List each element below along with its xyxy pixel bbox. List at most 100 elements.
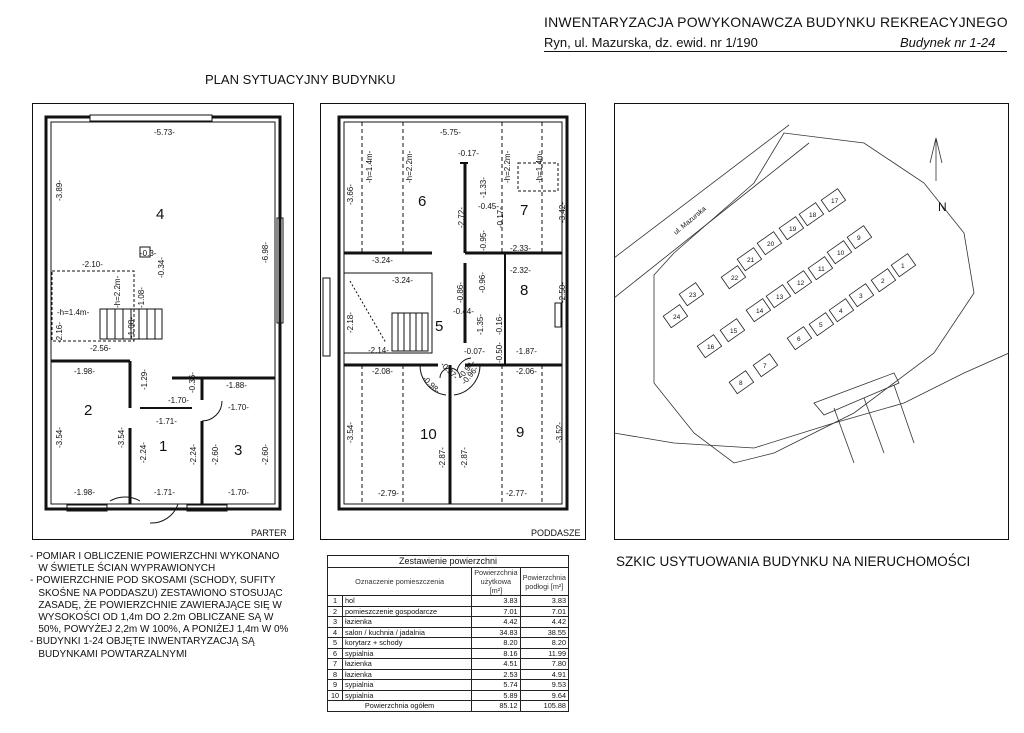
address: Ryn, ul. Mazurska, dz. ewid. nr 1/190 (544, 35, 758, 50)
site-panel (614, 103, 1009, 540)
table-cell: 38.55 (519, 626, 570, 638)
svg-text:-1.70-: -1.70- (228, 488, 249, 497)
svg-text:-3.89-: -3.89- (55, 180, 64, 201)
svg-text:5: 5 (435, 318, 443, 335)
table-cell: łazienka (341, 658, 473, 670)
site-building-number: 12 (797, 280, 805, 287)
total-use: 85.12 (471, 700, 521, 712)
site-building (828, 298, 855, 323)
site-building-number: 6 (797, 336, 801, 343)
note-line: - BUDYNKI 1-24 OBJĘTE INWENTARYZACJĄ SĄ (30, 636, 255, 648)
note-line: - POWIERZCHNIE POD SKOSAMI (SCHODY, SUFI… (30, 575, 276, 587)
table-cell: 4.42 (519, 616, 570, 628)
site-building (808, 312, 835, 337)
svg-text:-2.60-: -2.60- (261, 444, 270, 465)
total-floor: 105.88 (519, 700, 570, 712)
svg-text:-1.88-: -1.88- (226, 381, 247, 390)
table-cell: 9 (327, 679, 343, 691)
site-building (662, 304, 689, 329)
svg-text:-0.45-: -0.45- (478, 202, 499, 211)
site-building (826, 240, 853, 265)
site-building-number: 19 (789, 226, 797, 233)
table-cell: 8.16 (471, 647, 521, 659)
site-building (678, 282, 705, 307)
site-building-number: 14 (756, 308, 764, 315)
note-line: W ŚWIETLE ŚCIAN WYPRAWIONYCH (30, 563, 216, 575)
site-building-number: 22 (731, 275, 739, 282)
szkic-title: SZKIC USYTUOWANIA BUDYNKU NA NIERUCHOMOŚ… (616, 554, 971, 569)
site-building (798, 202, 825, 227)
svg-text:8: 8 (520, 282, 528, 299)
site-building-number: 9 (857, 235, 861, 242)
table-cell: 10 (327, 689, 343, 701)
svg-text:-0.95-: -0.95- (479, 230, 488, 251)
table-cell: 4.42 (471, 616, 521, 628)
svg-text:-1.08-: -1.08- (127, 317, 136, 338)
svg-text:-0.17-: -0.17- (496, 207, 505, 228)
svg-text:-1.70-: -1.70- (228, 403, 249, 412)
svg-text:-2.79-: -2.79- (378, 489, 399, 498)
parter-panel (32, 103, 294, 540)
table-cell: salon / kuchnia / jadalnia (341, 626, 473, 638)
table-cell: 7.80 (519, 658, 570, 670)
site-plan: ul. Mazurska N 1234567891011121314151617… (614, 124, 1009, 464)
table-cell: 9.53 (519, 679, 570, 691)
site-building-number: 24 (673, 314, 681, 321)
site-building (890, 253, 917, 278)
svg-text:-2.72-: -2.72- (457, 207, 466, 228)
svg-text:-1.33-: -1.33- (479, 177, 488, 198)
table-cell: 5.74 (471, 679, 521, 691)
svg-text:-h=2.2m-: -h=2.2m- (503, 150, 512, 183)
site-building-number: 16 (707, 344, 715, 351)
table-cell: 3 (327, 616, 343, 628)
site-building (807, 256, 834, 281)
site-building (846, 225, 873, 250)
svg-text:-2.24-: -2.24- (189, 444, 198, 465)
note-line: 50%, POWYŻEJ 2,2m W 100%, A PONIŻEJ 1,4m… (30, 624, 289, 636)
site-building-number: 4 (839, 308, 843, 315)
svg-text:-0.34-: -0.34- (157, 257, 166, 278)
svg-text:-3.54-: -3.54- (117, 427, 126, 448)
svg-text:-0.86-: -0.86- (456, 282, 465, 303)
site-building-number: 5 (819, 322, 823, 329)
svg-text:-2.18-: -2.18- (346, 312, 355, 333)
svg-text:-0.17-: -0.17- (458, 149, 479, 158)
table-cell: 4.51 (471, 658, 521, 670)
table-cell: łazienka (341, 616, 473, 628)
table-cell: 6 (327, 647, 343, 659)
table-cell: hol (341, 595, 473, 607)
svg-text:7: 7 (520, 202, 528, 219)
poddasze-label: PODDASZE (531, 528, 581, 538)
notes: - POMIAR I OBLICZENIE POWIERZCHNI WYKONA… (30, 551, 305, 661)
svg-text:-h=2.2m-: -h=2.2m- (113, 275, 122, 308)
svg-text:-1.98-: -1.98- (74, 488, 95, 497)
site-building-number: 3 (859, 293, 863, 300)
svg-text:3: 3 (234, 442, 242, 459)
site-building-number: 20 (767, 241, 775, 248)
parter-label: PARTER (251, 528, 287, 538)
site-building (786, 326, 813, 351)
table-cell: sypialnia (341, 679, 473, 691)
site-building (848, 283, 875, 308)
site-building (786, 270, 813, 295)
site-building-number: 21 (747, 257, 755, 264)
svg-text:-1.29-: -1.29- (140, 369, 149, 390)
svg-text:-1.71-: -1.71- (154, 488, 175, 497)
note-line: - POMIAR I OBLICZENIE POWIERZCHNI WYKONA… (30, 551, 280, 562)
note-line: ZASADĘ, ŻE POWIERZCHNIE ZAWIERAJĄCE SIĘ … (30, 599, 282, 611)
total-label: Powierzchnia ogółem (326, 700, 473, 712)
table-cell: 11.99 (519, 647, 570, 659)
site-building-number: 2 (881, 278, 885, 285)
svg-text:-2.06-: -2.06- (516, 367, 537, 376)
site-building-number: 18 (809, 212, 817, 219)
svg-text:9: 9 (516, 424, 524, 441)
table-cell: 5 (327, 637, 343, 649)
table-cell: 4.91 (519, 668, 570, 680)
svg-text:-3.66-: -3.66- (346, 184, 355, 205)
table-cell: 9.64 (519, 689, 570, 701)
